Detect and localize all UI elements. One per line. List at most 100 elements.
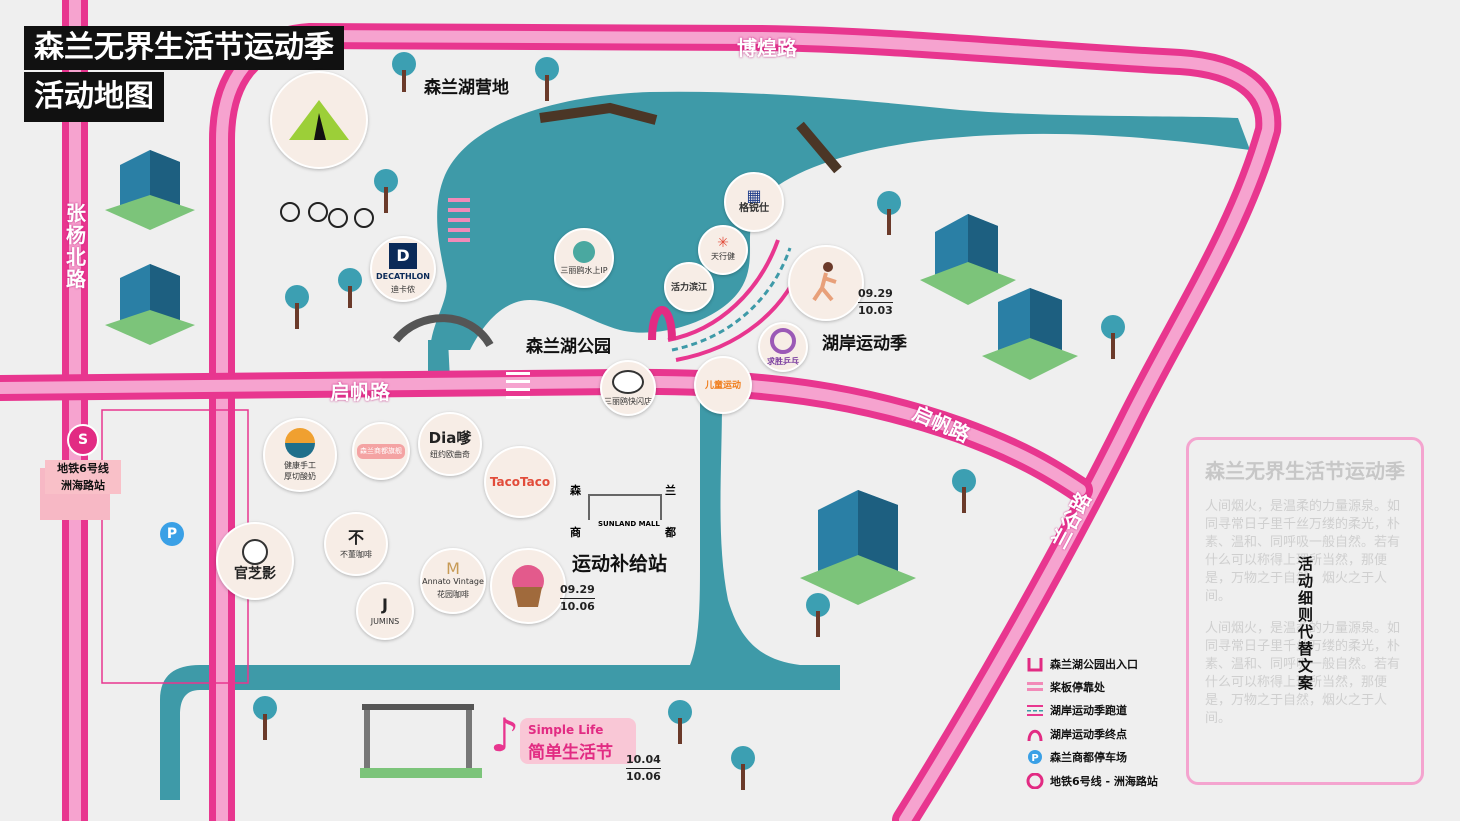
legend-row-parking: P 森兰商都停车场 bbox=[1026, 746, 1158, 769]
building-icon bbox=[982, 288, 1078, 380]
huolibinjiang-label: 活力滨江 bbox=[670, 282, 707, 293]
place-label-shore: 湖岸运动季 bbox=[822, 334, 907, 354]
legend-row-metro: 地铁6号线 - 洲海路站 bbox=[1026, 769, 1158, 792]
buildings bbox=[105, 150, 1078, 605]
kitty-label: 三丽鸥快闪店 bbox=[604, 396, 652, 406]
supply-date-start: 09.29 bbox=[560, 583, 595, 596]
stage-icon bbox=[360, 704, 482, 778]
poi-dia[interactable]: Dia嗲 纽约欧曲奇 bbox=[418, 412, 482, 476]
simple-date-start: 10.04 bbox=[626, 753, 661, 766]
jumins-logo-icon: J bbox=[382, 594, 388, 614]
guanzhiying-label: 官芝影 bbox=[234, 566, 276, 582]
metro-station[interactable]: S 地铁6号线 洲海路站 bbox=[45, 424, 121, 494]
poi-qiusheng[interactable]: 求胜乒乓 bbox=[758, 322, 808, 372]
building-icon bbox=[105, 150, 195, 230]
cyclists-icon bbox=[280, 202, 374, 228]
poi-shore-runner[interactable] bbox=[788, 245, 864, 321]
poi-guanzhiying[interactable]: 官芝影 bbox=[216, 522, 294, 600]
mall-name: SUNLAND MALL bbox=[598, 520, 660, 528]
place-label-supply: 运动补给站 bbox=[572, 553, 668, 575]
running-track-icon bbox=[1027, 705, 1043, 717]
map-title: 森兰无界生活节运动季 bbox=[24, 26, 344, 70]
metro-line: 地铁6号线 bbox=[45, 460, 121, 477]
buzhong-logo-icon: 不 bbox=[347, 527, 364, 547]
roads bbox=[0, 0, 1282, 821]
finish-arch bbox=[648, 306, 676, 341]
sunland-mall[interactable]: 森 兰 商 都 SUNLAND MALL bbox=[566, 480, 680, 542]
legend-label-parking: 森兰商都停车场 bbox=[1050, 751, 1127, 765]
road-label-qifan: 启帆路 bbox=[330, 380, 390, 404]
lake bbox=[430, 91, 1250, 350]
info-card: 森兰无界生活节运动季 人间烟火，是温柔的力量源泉。如同寻常日子里千丝万缕的柔光，… bbox=[1186, 437, 1424, 785]
kitty-icon bbox=[612, 369, 644, 394]
poi-pink-shop[interactable]: 森兰商都旗舰 bbox=[352, 422, 410, 480]
simple-life-en: Simple Life bbox=[528, 723, 604, 737]
mall-char-2: 兰 bbox=[665, 484, 676, 497]
mall-char-1: 森 bbox=[570, 484, 581, 497]
poi-tianxingjian[interactable]: ✳ 天行健 bbox=[698, 225, 748, 275]
dia-logo: Dia嗲 bbox=[428, 428, 472, 447]
poi-handmade-yogurt[interactable]: 健康手工 厚切酸奶 bbox=[263, 418, 337, 492]
poi-kitty[interactable]: 三丽鸥快闪店 bbox=[600, 360, 656, 416]
poi-decathlon[interactable]: D DECATHLON 迪卡侬 bbox=[370, 236, 436, 302]
running-track bbox=[667, 239, 780, 342]
poi-buzhong[interactable]: 不 不董咖啡 bbox=[324, 512, 388, 576]
info-vertical-text: 活动细则代替文案 bbox=[1298, 555, 1314, 692]
tree-icon bbox=[806, 593, 830, 637]
mascot-icon bbox=[573, 240, 595, 263]
tree-icon bbox=[338, 268, 362, 308]
bridge-top bbox=[539, 102, 658, 125]
tree-icon bbox=[952, 469, 976, 513]
mall-char-3: 商 bbox=[570, 526, 581, 539]
legend-row-finish: 湖岸运动季终点 bbox=[1026, 722, 1158, 745]
tree-icon bbox=[877, 191, 901, 235]
music-note-icon: ♪ bbox=[490, 708, 520, 762]
tree-icon bbox=[731, 746, 755, 790]
camp-poi[interactable] bbox=[270, 71, 368, 169]
poi-annato[interactable]: M Annato Vintage 花园咖啡 bbox=[420, 548, 486, 614]
poi-huolibinjiang[interactable]: 活力滨江 bbox=[664, 262, 714, 312]
map-legend: 森兰湖公园出入口 桨板停靠处 湖岸运动季跑道 湖岸运动季终点 P 森兰商都停车场… bbox=[1026, 652, 1158, 792]
dia-cap: 纽约欧曲奇 bbox=[430, 449, 470, 459]
geruishi-logo-icon: ▦ bbox=[746, 186, 762, 205]
svg-text:P: P bbox=[1031, 753, 1038, 764]
legend-row-track: 湖岸运动季跑道 bbox=[1026, 699, 1158, 722]
info-para-2: 人间烟火，是温柔的力量源泉。如同寻常日子里千丝万缕的柔光，朴素、温和、同呼吸一般… bbox=[1205, 621, 1401, 726]
paddle-dock bbox=[448, 198, 470, 242]
runner-icon bbox=[812, 262, 837, 302]
mall-char-4: 都 bbox=[665, 526, 676, 539]
jumins-label: JUMINS bbox=[370, 616, 400, 626]
poi-tacotaco[interactable]: TacoTaco bbox=[484, 446, 556, 518]
annato-logo-icon: M bbox=[446, 558, 460, 578]
decathlon-brand: DECATHLON bbox=[375, 272, 430, 281]
building-icon bbox=[920, 214, 1016, 305]
simple-life-badge[interactable] bbox=[520, 718, 636, 764]
shore-dates: 09.29 10.03 bbox=[858, 286, 893, 319]
legend-label-dock: 桨板停靠处 bbox=[1050, 681, 1105, 695]
yogurt-logo-icon bbox=[285, 428, 315, 458]
mall-building-icon bbox=[588, 494, 662, 520]
tacotaco-logo: TacoTaco bbox=[489, 474, 551, 489]
poi-jumins[interactable]: J JUMINS bbox=[356, 582, 414, 640]
bridge-right bbox=[796, 121, 842, 174]
poi-water-ip[interactable]: 三丽鸥水上IP bbox=[554, 228, 614, 288]
place-label-park: 森兰湖公园 bbox=[526, 337, 611, 357]
info-title: 森兰无界生活节运动季 bbox=[1205, 459, 1405, 483]
building-icon bbox=[800, 490, 916, 605]
legend-label-entrance: 森兰湖公园出入口 bbox=[1050, 657, 1138, 671]
tree-icon bbox=[1101, 315, 1125, 359]
supply-date-end: 10.06 bbox=[560, 598, 595, 613]
crosswalk bbox=[506, 372, 530, 399]
tent-icon bbox=[289, 100, 349, 140]
poi-kids[interactable]: 儿童运动 bbox=[694, 356, 752, 414]
handmade-label: 健康手工 厚切酸奶 bbox=[284, 461, 316, 481]
supply-dates: 09.29 10.06 bbox=[560, 582, 595, 615]
road-label-zhangyang: 张杨北路 bbox=[66, 201, 86, 291]
bridge-left bbox=[392, 314, 494, 348]
simple-date-end: 10.06 bbox=[626, 768, 661, 783]
buzhong-label: 不董咖啡 bbox=[340, 549, 372, 559]
parking-icon[interactable]: P bbox=[160, 522, 184, 546]
poi-cupcake[interactable] bbox=[490, 548, 566, 624]
simple-life-cn: 简单生活节 bbox=[528, 743, 613, 763]
poi-geruishi[interactable]: ▦ 格锐仕 bbox=[724, 172, 784, 232]
